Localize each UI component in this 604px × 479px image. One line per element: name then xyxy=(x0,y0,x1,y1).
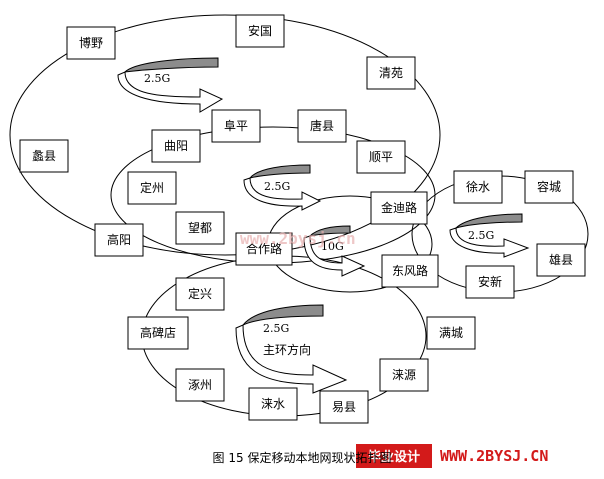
arrow-middle-ring: 2.5G xyxy=(243,164,322,211)
svg-text:东风路: 东风路 xyxy=(392,263,428,278)
watermark-badge: 毕业设计 xyxy=(368,449,420,465)
svg-text:阜平: 阜平 xyxy=(224,119,248,133)
svg-text:容城: 容城 xyxy=(537,179,561,194)
node-boye: 博野 xyxy=(66,26,116,60)
svg-text:金迪路: 金迪路 xyxy=(381,200,417,215)
svg-text:安国: 安国 xyxy=(248,23,272,38)
svg-text:定州: 定州 xyxy=(140,180,164,195)
svg-text:唐县: 唐县 xyxy=(310,118,334,133)
node-mancheng: 满城 xyxy=(426,316,476,350)
watermark-site: WWW.2BYSJ.CN xyxy=(440,447,548,465)
svg-text:高阳: 高阳 xyxy=(107,232,131,247)
node-dongfenglu: 东风路 xyxy=(381,254,439,288)
node-qingyuan: 清苑 xyxy=(366,56,416,90)
svg-text:望都: 望都 xyxy=(188,221,212,235)
svg-text:安新: 安新 xyxy=(478,274,502,289)
node-xushui: 徐水 xyxy=(453,170,503,204)
node-xiongxian: 雄县 xyxy=(536,243,586,277)
arrow-bottom-ring: 2.5G 主环方向 xyxy=(235,304,348,394)
svg-text:蠡县: 蠡县 xyxy=(32,148,56,163)
node-anxin: 安新 xyxy=(465,265,515,299)
node-fuping: 阜平 xyxy=(211,109,261,143)
svg-text:高碑店: 高碑店 xyxy=(140,325,176,340)
svg-text:博野: 博野 xyxy=(79,35,103,50)
node-hezuolu: 合作路 xyxy=(235,232,293,266)
svg-text:顺平: 顺平 xyxy=(369,150,393,164)
svg-text:涞源: 涞源 xyxy=(392,368,416,382)
node-zhuozhou: 涿州 xyxy=(175,368,225,402)
node-jindilu: 金迪路 xyxy=(370,191,428,225)
svg-text:合作路: 合作路 xyxy=(246,241,282,256)
label-middle-ring: 2.5G xyxy=(264,180,290,193)
node-laiyuan: 涞源 xyxy=(379,358,429,392)
label-top-ring: 2.5G xyxy=(144,72,170,85)
node-gaobeidian: 高碑店 xyxy=(127,316,189,350)
arrow-right-ring: 2.5G xyxy=(449,213,530,258)
arrow-top-ring: 2.5G xyxy=(117,57,224,113)
node-yixian: 易县 xyxy=(319,390,369,424)
node-tangxian: 唐县 xyxy=(297,109,347,143)
node-dingxing: 定兴 xyxy=(175,277,225,311)
label-right-ring: 2.5G xyxy=(468,229,494,242)
node-rongcheng: 容城 xyxy=(524,170,574,204)
arrow-core-ring: 10G xyxy=(303,225,366,277)
svg-text:定兴: 定兴 xyxy=(188,286,212,301)
figure-caption: 图 15 保定移动本地网现状拓扑图 xyxy=(212,451,392,465)
svg-text:易县: 易县 xyxy=(332,400,356,414)
node-anguo: 安国 xyxy=(235,14,285,48)
center-watermark: www.2bysj.cn xyxy=(240,229,356,248)
svg-text:雄县: 雄县 xyxy=(549,252,573,267)
site-watermark: 毕业设计 WWW.2BYSJ.CN xyxy=(356,444,548,468)
svg-text:涞水: 涞水 xyxy=(261,397,285,411)
node-shunping: 顺平 xyxy=(356,140,406,174)
node-lixian: 蠡县 xyxy=(19,139,69,173)
node-laishui: 涞水 xyxy=(248,387,298,421)
label-core-ring: 10G xyxy=(321,240,344,253)
node-wangdu: 望都 xyxy=(175,211,225,245)
node-quyang: 曲阳 xyxy=(151,129,201,163)
svg-text:曲阳: 曲阳 xyxy=(164,139,188,153)
label-main-direction: 主环方向 xyxy=(263,342,311,357)
node-gaoyang: 高阳 xyxy=(94,223,144,257)
top-ring xyxy=(9,14,441,256)
node-dingzhou: 定州 xyxy=(127,171,177,205)
svg-text:清苑: 清苑 xyxy=(379,66,403,80)
svg-text:徐水: 徐水 xyxy=(466,179,490,194)
svg-text:满城: 满城 xyxy=(439,326,463,340)
label-bottom-ring: 2.5G xyxy=(263,322,289,335)
svg-text:涿州: 涿州 xyxy=(188,378,212,392)
